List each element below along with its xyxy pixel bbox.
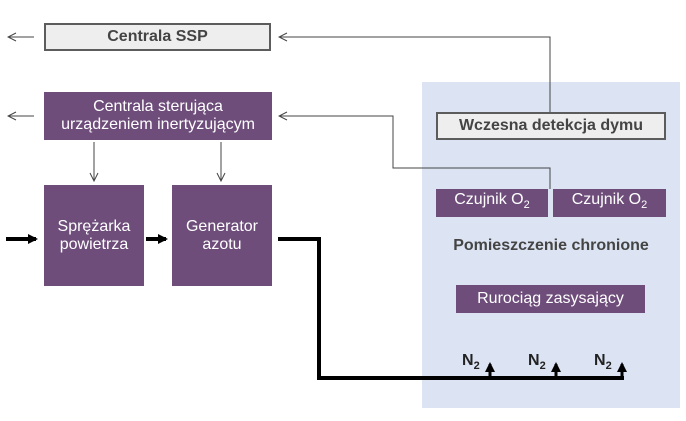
nitrogen-generator-label-line1: Generator: [185, 217, 259, 235]
early-smoke-detection-box: Wczesna detekcja dymu: [436, 112, 666, 140]
nitrogen-generator-box: Generator azotu: [172, 185, 272, 286]
centrala-ssp-box: Centrala SSP: [44, 23, 271, 51]
air-compressor-box: Sprężarka powietrza: [44, 185, 144, 286]
controller-box: Centrala sterująca urządzeniem inertyzuj…: [44, 92, 272, 140]
controller-label-line2: urządzeniem inertyzującym: [61, 116, 255, 133]
suction-pipe-box: Rurociąg zasysający: [456, 285, 645, 313]
o2-sensor-1-label: Czujnik O: [454, 191, 524, 209]
o2-sensor-1: Czujnik O2: [436, 189, 548, 217]
o2-sensor-2: Czujnik O2: [553, 189, 666, 217]
n2-nozzle-label-1: N2: [462, 352, 480, 373]
controller-label-line1: Centrala sterująca: [93, 98, 223, 115]
nitrogen-pipe: [278, 237, 624, 380]
air-compressor-label-line2: powietrza: [59, 235, 129, 253]
air-compressor-label-line1: Sprężarka: [57, 217, 131, 235]
centrala-ssp-label: Centrala SSP: [107, 28, 208, 45]
n2-nozzle-label-3: N2: [594, 352, 612, 373]
o2-sensor-2-sub: 2: [641, 199, 648, 212]
sensors-to-controller-line: [279, 116, 551, 189]
detection-to-ssp-line: [279, 37, 551, 112]
suction-pipe-label: Rurociąg zasysający: [477, 290, 624, 307]
early-smoke-detection-label: Wczesna detekcja dymu: [458, 117, 644, 134]
o2-sensor-2-label: Czujnik O: [571, 191, 642, 209]
n2-nozzle-label-2: N2: [528, 352, 546, 373]
nitrogen-generator-label-line2: azotu: [202, 235, 242, 253]
o2-sensor-1-sub: 2: [523, 199, 530, 212]
protected-room-label: Pomieszczenie chronione: [453, 237, 649, 254]
